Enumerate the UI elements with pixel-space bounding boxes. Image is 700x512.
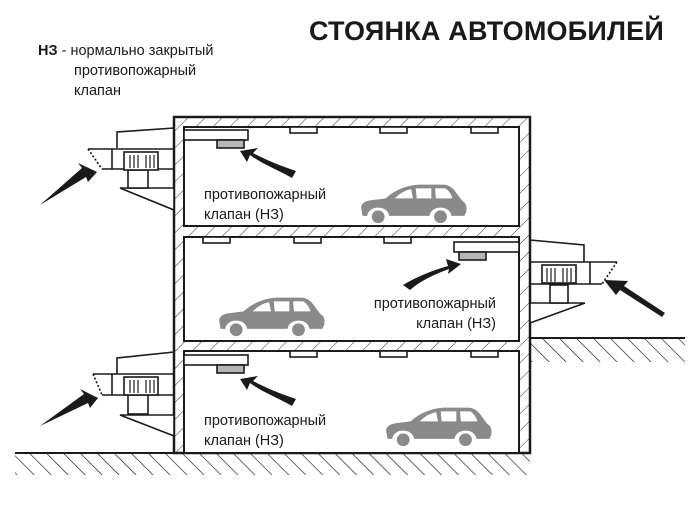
valve-label-line2: клапан (НЗ) [416,316,496,332]
valve-label-middle: противопожарный клапан (НЗ) [363,294,496,334]
valve-label-line1: противопожарный [373,296,496,312]
valve-label-lower: противопожарный клапан (НЗ) [204,411,326,451]
ceiling-vents [202,126,499,358]
fan-icon [123,151,159,171]
valve-label-line2: клапан (НЗ) [204,207,284,223]
legend-definition-2: противопожарный [74,63,197,79]
exhaust-fan-upper [40,127,175,212]
ceiling-vent [293,236,322,244]
ceiling-vent [470,126,499,134]
airflow-arrow-icon [240,148,296,178]
legend-definition-3: клапан [74,83,121,99]
airflow-arrow-icon [403,259,461,290]
ceiling-vent [379,126,408,134]
legend-separator: - [61,43,67,59]
ceiling-vent [379,350,408,358]
building [172,115,532,455]
valve-label-line1: противопожарный [204,413,327,429]
ceiling-vent [289,350,318,358]
valve-label-upper: противопожарный клапан (НЗ) [204,185,326,225]
ceiling-vent [202,236,231,244]
legend-line-1: НЗ - нормально закрытый [38,41,213,61]
exhaust-duct [183,354,249,366]
ceiling-vent [289,126,318,134]
duct-lower [183,354,249,374]
ground-hatch-left [15,453,530,475]
ground-hatch-right [530,338,685,362]
exhaust-arrow-icon [604,280,665,317]
valve-label-line2: клапан (НЗ) [204,433,284,449]
duct-upper [183,129,249,149]
fire-valve-icon [458,251,487,261]
fire-valve-icon [216,364,245,374]
duct-middle [453,241,520,261]
fan-icon [123,376,159,396]
ceiling-vent [470,350,499,358]
ceiling-vent [383,236,412,244]
exhaust-duct [453,241,520,253]
diagram-title: СТОЯНКА АВТОМОБИЛЕЙ [309,16,664,46]
legend-abbreviation: НЗ [38,43,58,59]
legend-definition-1: нормально закрытый [70,43,214,59]
exhaust-fan-lower [40,351,175,438]
legend: НЗ - нормально закрытый противопожарный … [38,41,213,101]
exhaust-fan-middle [529,239,665,325]
exhaust-arrow-icon [40,163,97,205]
valve-label-line1: противопожарный [204,187,327,203]
fire-valve-icon [216,139,245,149]
exhaust-arrow-icon [40,389,98,426]
airflow-arrow-icon [240,376,296,406]
exhaust-duct [183,129,249,141]
